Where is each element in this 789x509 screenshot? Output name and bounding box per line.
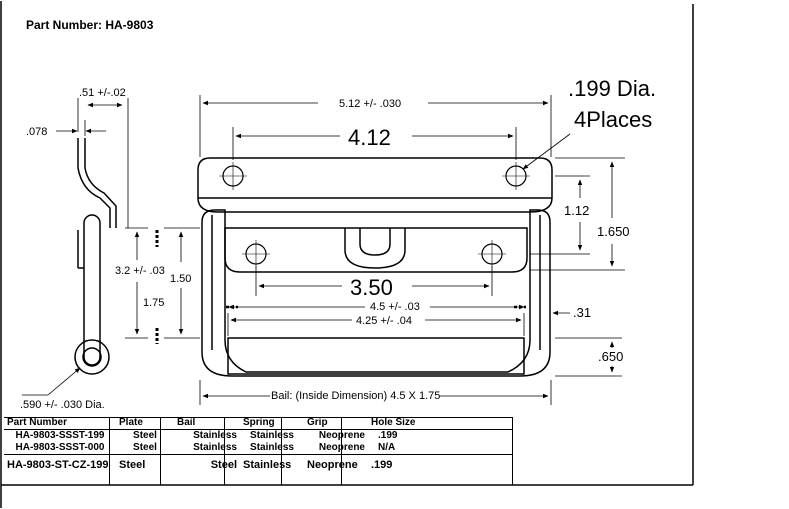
col-header: Hole Size — [368, 417, 513, 430]
dim-4-25: 4.25 +/- .04 — [356, 315, 412, 327]
spec-table: Part Number Plate Bail Spring Grip Hole … — [4, 417, 513, 475]
table-cell: Steel — [116, 454, 174, 475]
table-cell: .199 — [368, 454, 513, 475]
dim-31: .31 — [573, 305, 591, 320]
hole-dia-label: .199 Dia. — [568, 76, 656, 101]
side-top-dim: .51 +/-.02 — [79, 87, 126, 99]
part-number-title: Part Number: HA-9803 — [26, 18, 154, 32]
table-cell: HA-9803-SSST-199 — [15, 430, 105, 441]
table-divider — [224, 417, 225, 485]
col-header: Plate — [116, 417, 174, 430]
side-thickness-dim: .078 — [26, 126, 47, 138]
table-top-border — [4, 417, 513, 418]
table-divider — [160, 417, 161, 485]
table-cell: Neoprene — [304, 442, 368, 455]
table-row: HA-9803-SSST-000 Steel Stainless Stainle… — [4, 442, 513, 455]
table-cell: Neoprene — [304, 454, 368, 475]
table-cell: Stainless — [250, 430, 294, 441]
side-view — [74, 138, 117, 375]
table-cell: Stainless — [193, 442, 237, 453]
table-cell: Stainless — [193, 430, 237, 441]
table-divider — [512, 417, 513, 485]
table-cell: Steel — [174, 454, 240, 475]
col-header: Spring — [240, 417, 304, 430]
overall-width-dim: 5.12 +/- .030 — [339, 98, 401, 110]
front-view — [197, 157, 553, 377]
dim-1-75: 1.75 — [143, 297, 164, 309]
table-cell: Neoprene — [304, 430, 368, 443]
table-cell: HA-9803-SSST-000 — [15, 442, 105, 453]
bail-dia-dim: .590 +/- .030 Dia. — [20, 399, 105, 411]
hole-places-label: 4Places — [574, 107, 652, 132]
table-cell: Stainless — [240, 454, 304, 475]
col-header: Bail — [174, 417, 240, 430]
table-cell: Stainless — [250, 442, 294, 453]
col-header: Grip — [304, 417, 368, 430]
dim-650: .650 — [598, 349, 623, 364]
dim-3-2: 3.2 +/- .03 — [115, 265, 165, 277]
table-header-row: Part Number Plate Bail Spring Grip Hole … — [4, 417, 513, 430]
table-cell: HA-9803-ST-CZ-199 — [4, 454, 116, 475]
table-cell: Steel — [133, 430, 157, 441]
table-cell: N/A — [378, 442, 396, 453]
dim-1-50: 1.50 — [170, 273, 191, 285]
height-1650-dim: 1.650 — [597, 224, 630, 239]
inner-spacing-dim: 3.50 — [350, 275, 393, 300]
table-divider — [341, 417, 342, 485]
table-row: HA-9803-ST-CZ-199 Steel Steel Stainless … — [4, 454, 513, 475]
bail-inside-dim: Bail: (Inside Dimension) 4.5 X 1.75 — [271, 390, 440, 402]
col-header: Part Number — [4, 417, 116, 430]
table-divider — [281, 417, 282, 485]
table-cell: .199 — [378, 430, 398, 441]
dim-4-5: 4.5 +/- .03 — [370, 301, 420, 313]
table-divider — [109, 417, 110, 485]
table-cell: Steel — [133, 442, 157, 453]
height-112-dim: 1.12 — [564, 203, 589, 218]
table-row: HA-9803-SSST-199 Steel Stainless Stainle… — [4, 430, 513, 443]
hole-spacing-dim: 4.12 — [348, 125, 391, 150]
